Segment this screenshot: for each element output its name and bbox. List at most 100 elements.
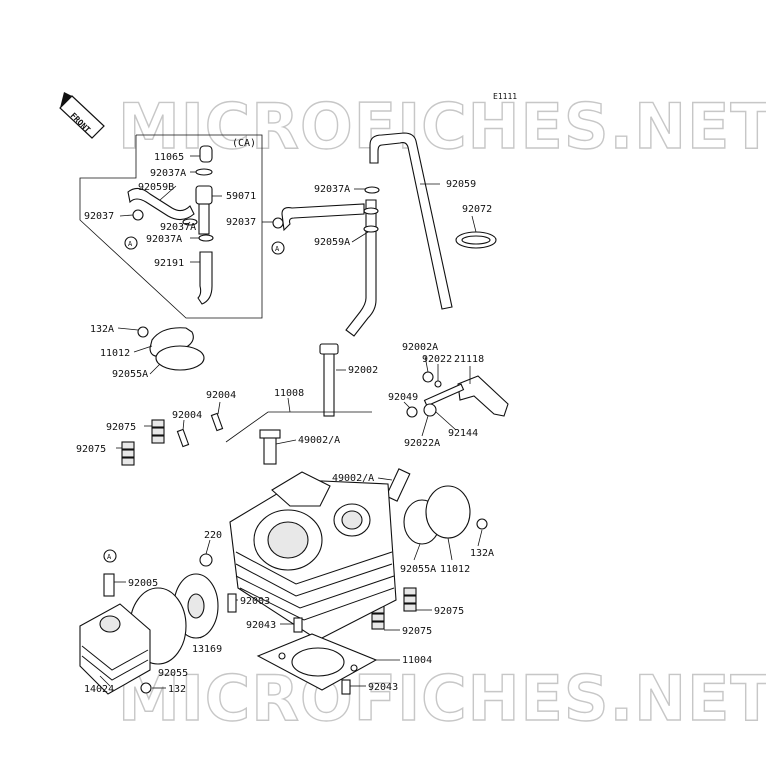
bolt-92003 — [227, 593, 237, 613]
label-92004-top: 92004 — [206, 390, 236, 401]
dowel-stack-92075-r1 — [403, 587, 417, 612]
bolt-132a-right — [476, 518, 488, 530]
cover-14024 — [79, 603, 151, 695]
ref-marker-a-inset — [124, 236, 138, 250]
leader-lines — [99, 155, 483, 689]
bolt-132a-left — [137, 326, 149, 338]
stud-92004-top — [210, 412, 224, 432]
part-labels: 11065 92037A 92059B 59071 92037 92037A 9… — [76, 152, 494, 695]
label-92075-l2: 92075 — [76, 444, 106, 455]
label-92043-top: 92043 — [246, 620, 276, 631]
ref-marker-a-inset-label: A — [128, 240, 133, 248]
hose-92059b — [127, 187, 195, 221]
label-92037-left: 92037 — [84, 211, 114, 222]
clamp-on-hose — [363, 207, 379, 215]
label-14024: 14024 — [84, 684, 114, 695]
label-21118: 21118 — [454, 354, 484, 365]
watermark-top: MICROFICHES.NET — [118, 90, 766, 163]
label-92043-bottom: 92043 — [368, 682, 398, 693]
valve-49002-1-head — [259, 429, 281, 439]
label-13169: 13169 — [192, 644, 222, 655]
bolt-92002-head — [319, 343, 339, 355]
cap-11065 — [199, 145, 213, 163]
label-92037a-2: 92037A — [160, 222, 196, 233]
hose-92037-branch — [281, 203, 365, 232]
label-49002-1: 49002/A — [298, 435, 340, 446]
clamp-92037a-3 — [198, 234, 214, 242]
label-92075-r2: 92075 — [402, 626, 432, 637]
label-92059a: 92059A — [314, 237, 350, 248]
clamp-92072-inner — [461, 235, 491, 245]
label-11004: 11004 — [402, 655, 432, 666]
stud-92004-mid — [176, 428, 190, 448]
label-92075-l1: 92075 — [106, 422, 136, 433]
label-59071: 59071 — [226, 191, 256, 202]
label-220: 220 — [204, 530, 222, 541]
hose-92191 — [197, 251, 213, 305]
clamp-92037a-hose — [364, 186, 380, 194]
hose-59071 — [198, 203, 210, 235]
label-92075-r1: 92075 — [434, 606, 464, 617]
label-11065: 11065 — [154, 152, 184, 163]
label-11008: 11008 — [274, 388, 304, 399]
label-92055a-left: 92055A — [112, 369, 148, 380]
washer-92022 — [434, 380, 442, 388]
clamp-on-hose-lower — [363, 225, 379, 233]
label-92002a: 92002A — [402, 342, 438, 353]
label-92055a-right: 92055A — [400, 564, 436, 575]
clamp-92037-left — [132, 209, 144, 221]
label-92004-mid: 92004 — [172, 410, 202, 421]
lever-21118 — [457, 375, 509, 417]
label-92059: 92059 — [446, 179, 476, 190]
label-92191: 92191 — [154, 258, 184, 269]
label-92022a: 92022A — [404, 438, 440, 449]
gasket-11004 — [256, 633, 378, 691]
label-92022: 92022 — [422, 354, 452, 365]
label-92049: 92049 — [388, 392, 418, 403]
front-arrow-icon: FRONT — [59, 92, 105, 139]
dowel-92043-bottom — [341, 679, 351, 695]
clamp-92037a-1 — [195, 168, 213, 176]
bolt-92002 — [323, 345, 335, 417]
label-11012-right: 11012 — [440, 564, 470, 575]
valve-49002-2 — [385, 468, 411, 502]
cover-13169-center — [187, 593, 205, 619]
pipe-59071 — [195, 185, 213, 205]
dowel-stack-92075-l1 — [151, 419, 165, 444]
ca-inset-box: (CA) — [79, 134, 263, 319]
shaft-21118 — [423, 383, 465, 407]
pipe-11012-left — [149, 327, 194, 357]
screw-92002a — [422, 371, 434, 383]
label-11012-left: 11012 — [100, 348, 130, 359]
pipe-11012-right — [425, 485, 471, 539]
plug-220 — [199, 553, 213, 567]
ca-variant-label: (CA) — [232, 138, 256, 149]
diagram-code: E1111 — [493, 92, 517, 101]
label-49002-2: 49002/A — [332, 473, 374, 484]
label-92055: 92055 — [158, 668, 188, 679]
ref-marker-a-lower — [103, 549, 117, 563]
watermark-bottom: MICROFICHES.NET — [118, 662, 766, 735]
fitting-92005 — [103, 573, 115, 597]
label-92037a-3: 92037A — [146, 234, 182, 245]
gasket-92055a-left — [155, 345, 205, 371]
hose-92059a — [345, 199, 377, 337]
ref-marker-a-hose-label: A — [275, 245, 280, 253]
dowel-92043-top — [293, 617, 303, 633]
label-92037-hose: 92037 — [226, 217, 256, 228]
ref-marker-a-lower-label: A — [107, 553, 112, 561]
cylinder-head-11008 — [225, 411, 397, 641]
label-92037a-1: 92037A — [150, 168, 186, 179]
label-92037a-hose: 92037A — [314, 184, 350, 195]
label-92005: 92005 — [128, 578, 158, 589]
label-132a-right: 132A — [470, 548, 494, 559]
label-132a-left: 132A — [90, 324, 114, 335]
label-132: 132 — [168, 684, 186, 695]
label-92002: 92002 — [348, 365, 378, 376]
label-92144: 92144 — [448, 428, 478, 439]
hose-92059 — [369, 132, 453, 310]
label-92059b: 92059B — [138, 182, 174, 193]
clamp-92037-hose — [272, 217, 284, 229]
bolt-132 — [140, 682, 152, 694]
